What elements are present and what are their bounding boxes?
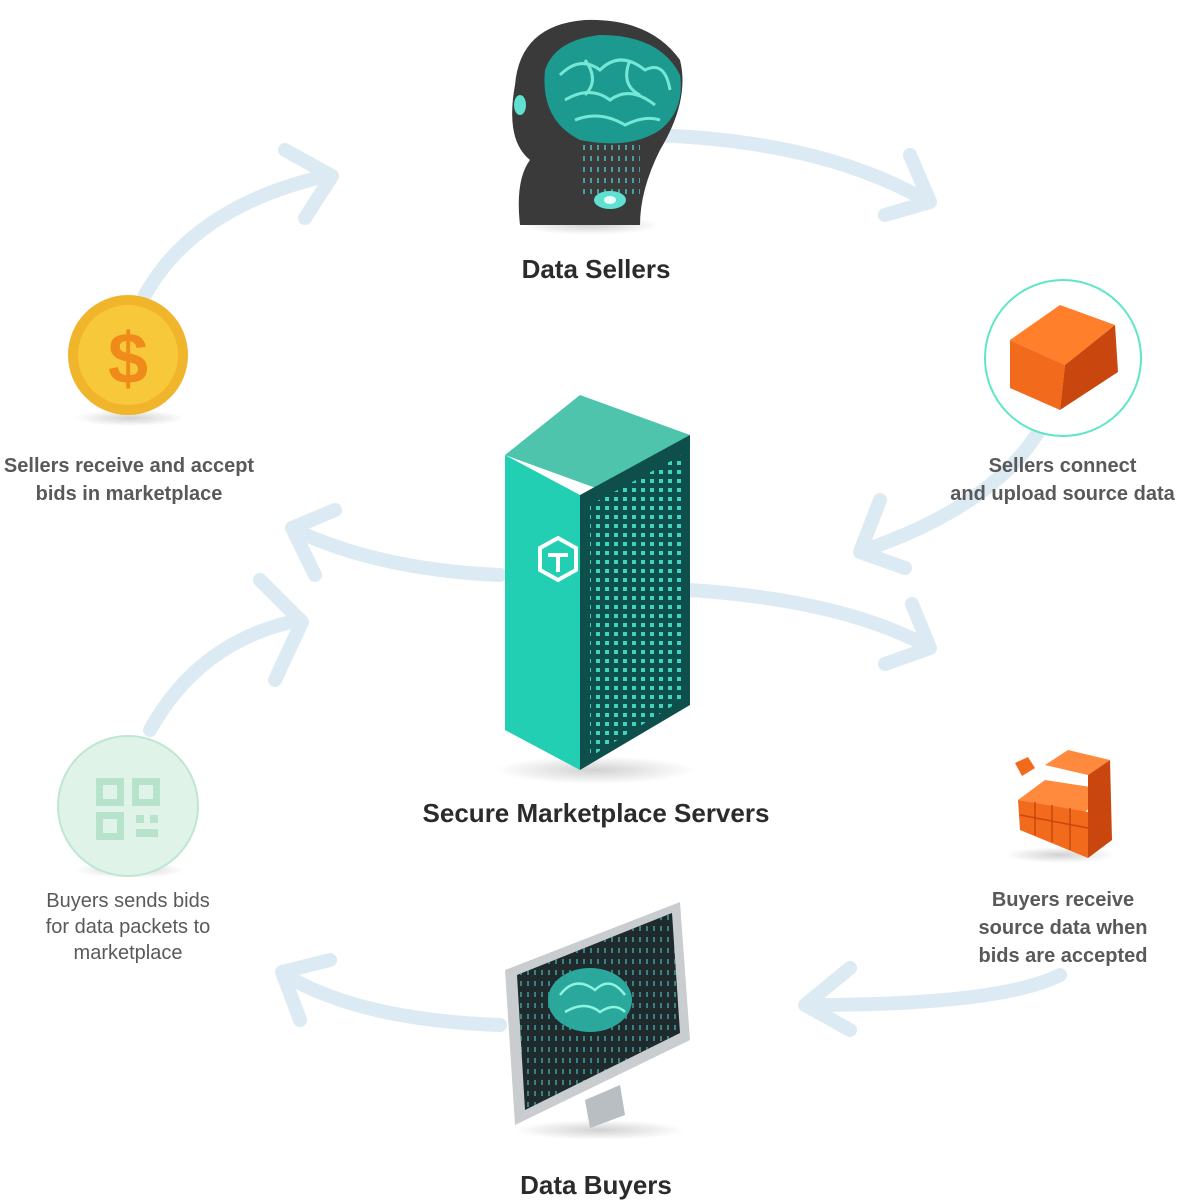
coin-dollar-icon: $ — [68, 295, 188, 426]
arrow-sendbids-to-servers — [143, 613, 307, 737]
step-label-receive-data: Buyers receive source data when bids are… — [958, 886, 1168, 970]
step-label-line: Buyers sends bids — [46, 890, 210, 912]
node-title-data-buyers: Data Buyers — [520, 1170, 672, 1200]
arrow-servers-to-acceptbids — [288, 523, 507, 582]
step-label-line: bids are accepted — [978, 945, 1148, 967]
svg-text:$: $ — [108, 319, 148, 399]
monitor-brain-icon — [505, 902, 690, 1140]
node-title-data-sellers: Data Sellers — [521, 254, 671, 284]
step-label-send-bids: Buyers sends bids for data packets to ma… — [18, 888, 238, 966]
step-label-line: marketplace — [73, 942, 183, 964]
arrow-sellers-to-upload — [643, 128, 932, 207]
cube-upload-icon — [984, 279, 1142, 437]
step-label-line: Buyers receive — [991, 889, 1135, 911]
qr-code-icon — [57, 735, 199, 878]
arrow-receive-to-buyers — [803, 968, 1067, 1012]
arrow-servers-to-receive — [683, 583, 932, 652]
step-label-line: Sellers receive and accept — [3, 455, 255, 477]
node-title-secure-marketplace-servers: Secure Marketplace Servers — [422, 798, 770, 828]
step-label-line: for data packets to — [45, 916, 211, 938]
step-label-line: source data when — [978, 917, 1148, 939]
step-label-accept-bids: Sellers receive and accept bids in marke… — [0, 452, 258, 508]
step-label-line: bids in marketplace — [35, 483, 223, 505]
arrow-acceptbids-to-sellers — [138, 168, 337, 302]
head-brain-icon — [512, 19, 683, 235]
step-label-upload: Sellers connect and upload source data — [940, 452, 1178, 508]
step-label-line: Sellers connect — [988, 455, 1137, 477]
server-tower-icon — [495, 395, 695, 784]
step-label-line: and upload source data — [950, 483, 1175, 505]
arrow-buyers-to-sendbids — [278, 968, 507, 1032]
data-blocks-icon — [1005, 750, 1115, 863]
